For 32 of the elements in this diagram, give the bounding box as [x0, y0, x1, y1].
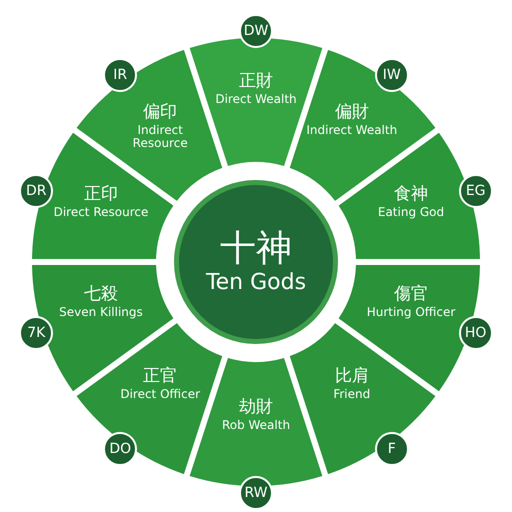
- chinese-name: 食神: [394, 184, 428, 204]
- abbreviation-badge: RW: [239, 476, 273, 510]
- english-name: Direct Wealth: [214, 93, 298, 106]
- abbreviation-badge: 7K: [19, 316, 54, 350]
- abbreviation-badge: DW: [239, 14, 273, 48]
- chinese-name: 正印: [84, 184, 118, 204]
- chinese-name: 正財: [239, 71, 273, 91]
- abbreviation-badge: IW: [374, 58, 409, 92]
- chinese-name: 比肩: [334, 366, 369, 386]
- english-name: Hurting Officer: [366, 306, 456, 320]
- chinese-name: 傷官: [394, 284, 428, 304]
- abbreviation-badge: DO: [103, 432, 138, 466]
- english-name: Indirect Resource: [132, 124, 189, 150]
- english-name: Indirect Wealth: [305, 124, 398, 138]
- chinese-title: 十神: [220, 228, 292, 270]
- english-name: Rob Wealth: [220, 419, 292, 432]
- abbreviation-badge: F: [374, 432, 409, 466]
- english-name: Seven Killings: [58, 306, 144, 320]
- english-name: Friend: [332, 388, 372, 401]
- english-name: Direct Resource: [52, 206, 149, 219]
- english-name: Direct Officer: [119, 388, 202, 401]
- abbreviation-badge: DR: [19, 174, 54, 208]
- abbreviation-badge: HO: [458, 316, 493, 350]
- abbreviation-badge: IR: [103, 58, 138, 92]
- center-title: Ten Gods: [206, 270, 306, 296]
- chinese-name: 偏財: [334, 102, 369, 122]
- abbreviation-badge: EG: [458, 174, 493, 208]
- english-name: Eating God: [376, 206, 446, 219]
- chinese-name: 劫財: [239, 397, 273, 417]
- chinese-name: 七殺: [84, 284, 118, 304]
- chinese-name: 偏印: [143, 102, 178, 122]
- chinese-name: 正官: [143, 366, 178, 386]
